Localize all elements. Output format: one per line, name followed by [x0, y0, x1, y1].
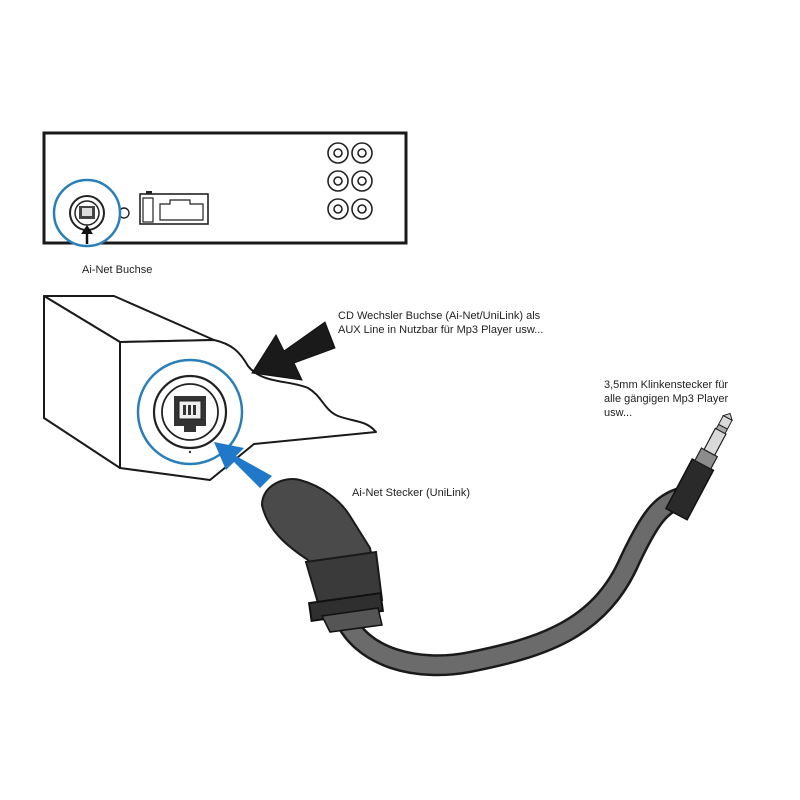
black-pointer-arrow: [251, 321, 336, 381]
cd-wechsler-label-line2: AUX Line in Nutzbar für Mp3 Player usw..…: [338, 324, 544, 336]
cd-wechsler-label-line1: CD Wechsler Buchse (Ai-Net/UniLink) als: [338, 310, 541, 322]
ainet-socket: [52, 178, 122, 248]
cable: [331, 487, 691, 677]
jack-plug-3-5mm: [664, 412, 733, 521]
ainet-plug: [260, 478, 385, 633]
klinke-label-line1: 3,5mm Klinkenstecker für: [604, 379, 729, 391]
dashboard-frame: [43, 295, 377, 481]
frame-socket-detail: [174, 396, 206, 454]
blue-pointer-arrow: [214, 442, 272, 488]
ainet-pointer-arrow: [81, 225, 93, 244]
stecker-label: Ai-Net Stecker (UniLink): [352, 487, 470, 499]
radio-unit: [42, 131, 408, 248]
klinke-label-line2: alle gängigen Mp3 Player: [604, 393, 729, 405]
klinke-label-line3: usw...: [604, 407, 633, 419]
ainet-buchse-label: Ai-Net Buchse: [82, 264, 153, 276]
rca-jacks: [327, 142, 373, 220]
